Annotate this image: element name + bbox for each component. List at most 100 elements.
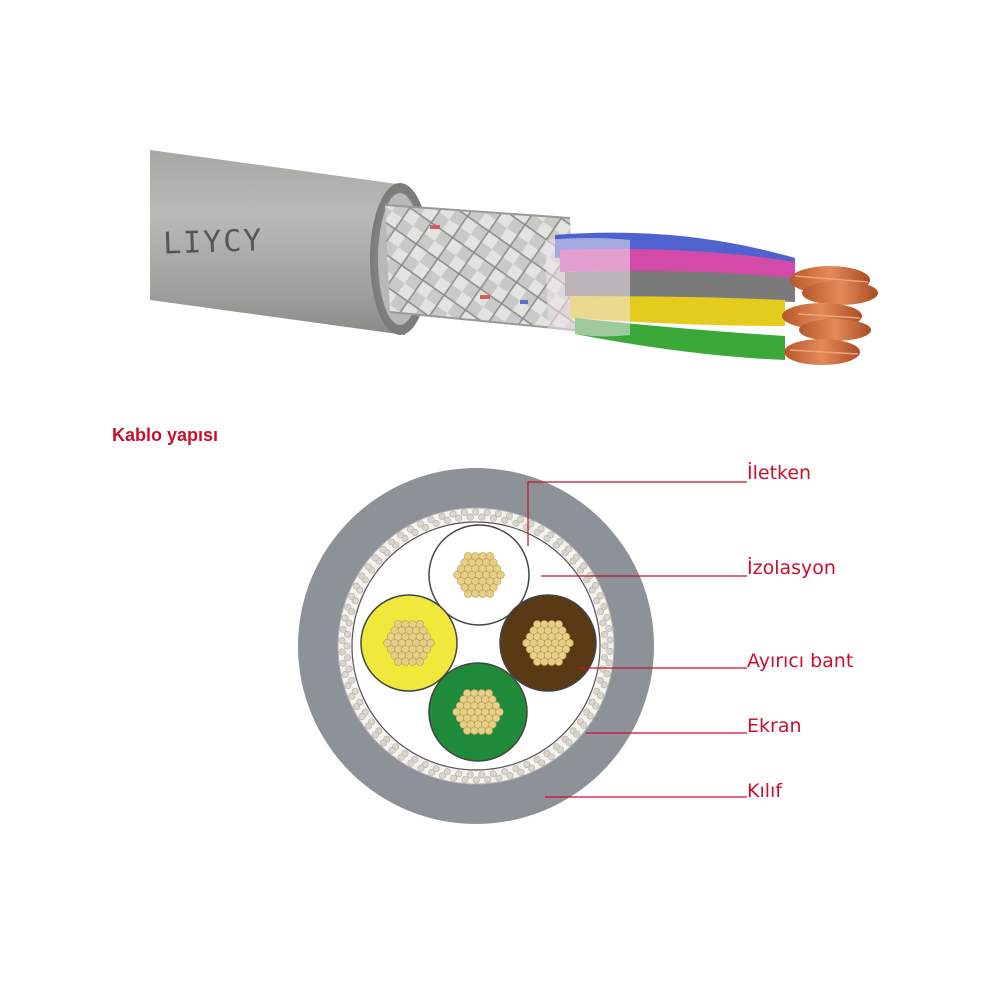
screen-strand xyxy=(443,516,451,524)
screen-strand xyxy=(466,513,474,521)
screen-strand xyxy=(348,592,356,600)
copper-strand xyxy=(488,720,497,729)
screen-strand xyxy=(580,562,588,570)
screen-strand xyxy=(565,739,573,747)
screen-strand xyxy=(527,764,535,772)
screen-strand xyxy=(438,512,446,520)
screen-strand xyxy=(371,554,379,562)
copper-strand xyxy=(463,726,472,735)
copper-strand xyxy=(460,558,469,567)
callout-label-sheath: Kılıf xyxy=(747,780,782,802)
copper-strand xyxy=(554,632,563,641)
screen-strand xyxy=(588,586,596,594)
copper-strand xyxy=(459,695,468,704)
copper-strand xyxy=(470,726,479,735)
copper-strand xyxy=(455,714,465,723)
core-brown xyxy=(499,594,597,692)
screen-strand xyxy=(388,746,396,754)
copper-strand xyxy=(492,564,502,573)
copper-strand xyxy=(489,583,498,592)
screen-strand xyxy=(421,761,429,769)
copper-strand xyxy=(467,558,476,567)
copper-strand xyxy=(456,577,466,586)
screen-strand xyxy=(443,768,451,776)
screen-strand xyxy=(552,541,560,549)
copper-strand xyxy=(401,620,410,629)
copper-strand xyxy=(558,638,567,648)
copper-strand xyxy=(474,570,484,580)
copper-strand xyxy=(401,632,410,641)
copper-strand xyxy=(390,638,399,648)
copper-strand xyxy=(485,552,494,561)
copper-strand xyxy=(543,638,553,648)
screen-strand xyxy=(344,630,352,638)
copper-strand xyxy=(551,638,560,648)
screen-strand xyxy=(472,776,480,784)
copper-strand xyxy=(529,651,538,660)
screen-strand xyxy=(449,510,457,518)
copper-strand xyxy=(484,726,493,735)
callout-label-separator: Ayırıcı bant xyxy=(747,650,854,672)
screen-strand xyxy=(600,654,608,662)
screen-strand xyxy=(596,608,604,616)
copper-strand xyxy=(415,620,424,629)
screen-strand xyxy=(483,508,491,516)
screen-strand xyxy=(592,702,600,710)
copper-strand xyxy=(390,626,399,635)
copper-strand xyxy=(422,632,432,641)
copper-strand xyxy=(460,583,469,592)
screen-strand xyxy=(501,516,509,524)
copper-strand xyxy=(386,645,396,654)
screen-strand xyxy=(561,735,569,743)
copper-strand xyxy=(415,632,424,641)
copper-strand xyxy=(404,651,414,660)
callout-label-screen: Ekran xyxy=(747,715,802,737)
screen-strand xyxy=(383,549,391,557)
copper-strand xyxy=(547,620,556,629)
copper-strand xyxy=(422,645,432,654)
copper-strand xyxy=(488,695,497,704)
copper-strand xyxy=(558,626,567,635)
screen-strand xyxy=(588,698,596,706)
copper-strand xyxy=(540,645,549,654)
screen-strand xyxy=(388,538,396,546)
screen-strand xyxy=(538,759,546,767)
screen-strand xyxy=(428,768,436,776)
copper-strand xyxy=(471,589,480,598)
copper-strand xyxy=(561,632,571,641)
copper-strand xyxy=(540,620,549,629)
screen-strand xyxy=(601,642,609,650)
screen-strand xyxy=(547,531,555,539)
screen-strand xyxy=(494,510,502,518)
screen-strand xyxy=(561,549,569,557)
copper-strand xyxy=(561,645,571,654)
screen-strands xyxy=(338,508,614,784)
copper-strand xyxy=(547,657,556,666)
screen-strand xyxy=(421,523,429,531)
screen-strand xyxy=(543,750,551,758)
screen-strand xyxy=(368,566,376,574)
screen-strand xyxy=(345,665,353,673)
copper-strand xyxy=(543,651,553,660)
copper-strand xyxy=(386,632,396,641)
screen-strand xyxy=(358,572,366,580)
copper-strand xyxy=(404,626,414,635)
screen-strand xyxy=(348,692,356,700)
copper-strand xyxy=(529,638,538,648)
copper-strand xyxy=(478,589,487,598)
copper-strand xyxy=(477,689,486,698)
copper-strand xyxy=(467,570,476,580)
copper-strand xyxy=(473,720,483,729)
screen-strand xyxy=(356,586,364,594)
copper-strand xyxy=(485,577,494,586)
screen-strand xyxy=(505,512,513,520)
copper-strand xyxy=(477,726,486,735)
copper-strand xyxy=(474,558,484,567)
screen-strand xyxy=(380,739,388,747)
copper-strand xyxy=(551,626,560,635)
callout-label-insulation: İzolasyon xyxy=(747,557,836,579)
copper-strand xyxy=(540,657,549,666)
screen-strand xyxy=(348,608,356,616)
sheath-ring xyxy=(298,468,654,824)
copper-strand xyxy=(452,707,461,717)
